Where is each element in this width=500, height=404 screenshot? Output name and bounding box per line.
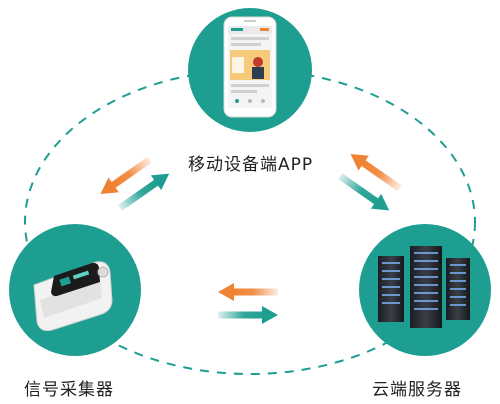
- arrow-teal-to-server: [337, 173, 390, 211]
- arrow-teal-to-server-bottom: [218, 306, 278, 324]
- arrows-collector-server: [218, 283, 278, 324]
- mobile-app-label: 移动设备端APP: [188, 155, 314, 175]
- pulse-oximeter-icon: [33, 261, 113, 332]
- mobile-app-node: [188, 8, 312, 132]
- arrows-app-server: [337, 153, 402, 211]
- signal-collector-node: [9, 224, 141, 356]
- arrow-teal-to-app: [117, 173, 170, 211]
- arrow-orange-to-collector-bottom: [218, 283, 278, 301]
- arrow-orange-to-collector: [100, 156, 152, 195]
- signal-collector-label: 信号采集器: [24, 380, 114, 400]
- arrows-collector-app: [100, 156, 170, 211]
- arrow-orange-to-app: [350, 153, 402, 192]
- smartphone-icon: [223, 16, 277, 118]
- cloud-server-label: 云端服务器: [372, 380, 462, 400]
- dashed-connection-ring: [24, 69, 476, 375]
- cloud-server-node: [359, 224, 491, 356]
- server-rack-icon: [378, 246, 470, 328]
